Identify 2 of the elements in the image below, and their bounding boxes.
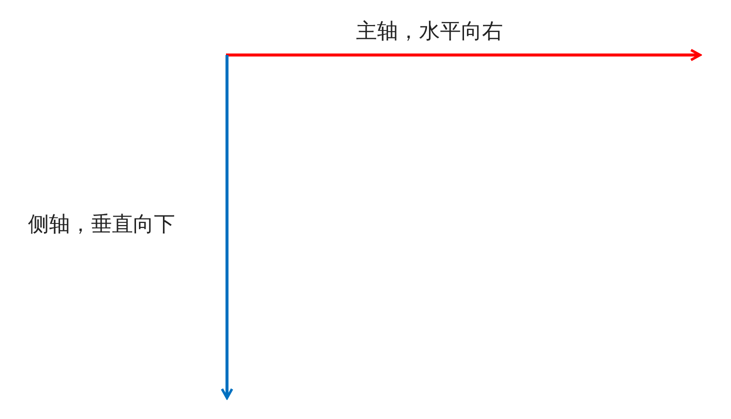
axis-label: 侧轴，垂直向下 <box>28 211 175 238</box>
axis-label: 主轴，水平向右 <box>356 18 503 45</box>
